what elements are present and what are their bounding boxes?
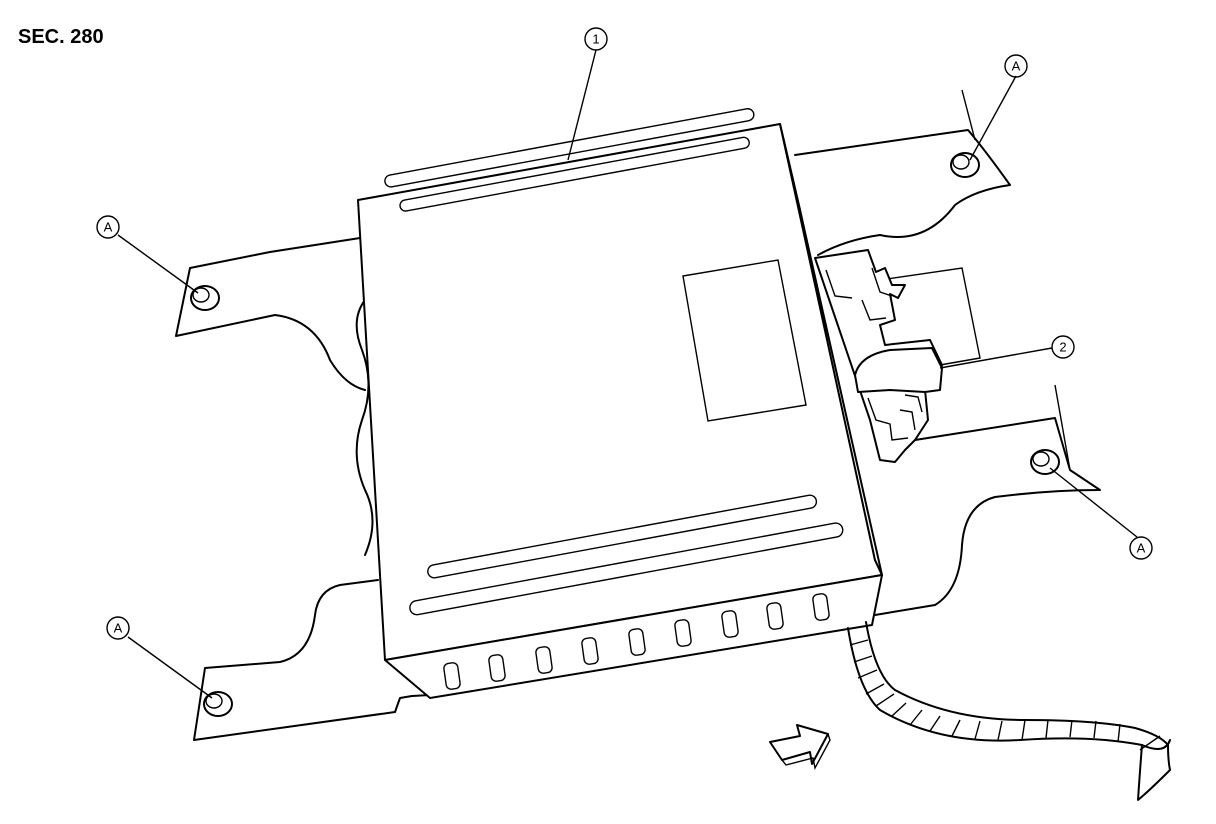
callout-1-text: 1 (592, 32, 599, 47)
top-slot-1 (384, 108, 755, 188)
bottom-slot-2 (409, 522, 844, 616)
callout-2-text: 2 (1059, 340, 1066, 355)
top-slot-2 (399, 136, 750, 212)
right-bracket-upper (794, 129, 1011, 256)
wire-harness (847, 621, 1171, 801)
callout-a-left-upper: A (96, 215, 120, 239)
leader-lines (117, 49, 1138, 699)
callout-a-text: A (104, 220, 113, 235)
unit-front-face (384, 574, 883, 699)
callout-a-text: A (1137, 541, 1146, 556)
arrow-shadow (781, 733, 831, 771)
callout-a-left-lower: A (106, 616, 130, 640)
right-bracket-edge-upper (961, 89, 976, 141)
left-bracket-lower (193, 579, 431, 741)
right-bracket-edge-lower (1054, 384, 1071, 471)
callout-a-right-lower: A (1129, 536, 1153, 560)
right-bracket-lower (874, 417, 1101, 616)
bottom-slot-1 (427, 494, 818, 579)
bolt-2 (950, 152, 980, 178)
front-vents (443, 593, 830, 690)
bolt-3 (1030, 449, 1060, 475)
harness-connector (814, 249, 943, 463)
unit-label-plate (682, 259, 807, 422)
callout-a-top-right: A (1004, 54, 1028, 78)
callout-a-text: A (114, 621, 123, 636)
connector-outline (879, 267, 981, 366)
unit-right-face (779, 123, 883, 576)
left-bracket-wave (355, 299, 374, 556)
left-bracket (175, 237, 366, 391)
front-direction-arrow (769, 724, 829, 765)
bolt-1 (190, 285, 220, 311)
callout-a-text: A (1012, 59, 1021, 74)
section-label: SEC. 280 (18, 26, 104, 48)
callout-2: 2 (1051, 335, 1075, 359)
callout-1: 1 (584, 27, 608, 51)
